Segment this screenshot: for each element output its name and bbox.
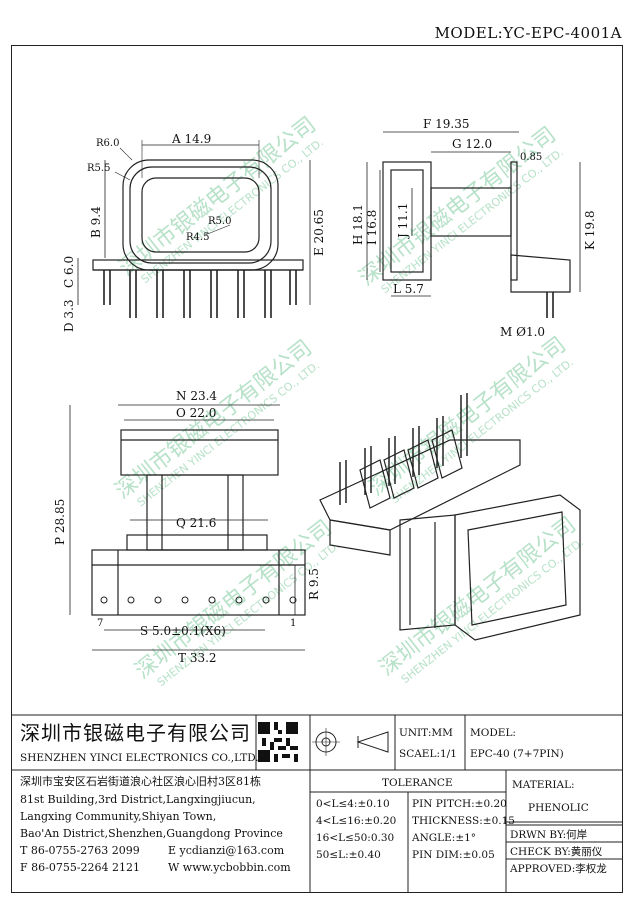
material-value: PHENOLIC <box>528 802 589 814</box>
pin-label-7: 7 <box>97 618 103 629</box>
pin-label-1: 1 <box>290 618 296 629</box>
tolerance-title: TOLERANCE <box>382 777 453 789</box>
tol-left-0: 0<L≤4:±0.10 <box>316 798 390 810</box>
dim-e: E 20.65 <box>312 209 326 256</box>
dim-j: J 11.1 <box>396 203 410 240</box>
dim-d: D 3.3 <box>62 299 76 332</box>
company-tel: T 86-0755-2763 2099 <box>20 844 140 857</box>
tol-right-2: ANGLE:±1° <box>412 832 477 844</box>
top-view <box>69 404 306 651</box>
pin-hole <box>262 596 270 604</box>
company-fax: F 86-0755-2264 2121 <box>20 861 141 874</box>
dim-q: Q 21.6 <box>176 516 216 530</box>
drawing-frame <box>11 45 623 893</box>
front-view <box>77 140 311 318</box>
address-cn: 深圳市宝安区石岩街道浪心社区浪心旧村3区81栋 <box>20 775 261 788</box>
pin-hole <box>181 596 189 604</box>
company-name-cn: 深圳市银磁电子有限公司 <box>20 721 251 745</box>
dim-c: C 6.0 <box>62 256 76 288</box>
dim-g: G 12.0 <box>452 137 492 151</box>
qr-code-icon <box>258 722 298 762</box>
address-en-3: Bao'An District,Shenzhen,Guangdong Provi… <box>20 827 283 840</box>
dim-f: F 19.35 <box>423 117 470 131</box>
pin-hole <box>100 596 108 604</box>
model-header: MODEL:YC-EPC-4001A <box>434 24 622 42</box>
top-view-pins <box>100 596 297 604</box>
dim-b: B 9.4 <box>89 206 103 238</box>
tol-left-1: 4<L≤16:±0.20 <box>316 815 397 827</box>
pin-hole <box>208 596 216 604</box>
isometric-view <box>319 393 581 641</box>
dim-l: L 5.7 <box>393 282 424 296</box>
dim-t: T 33.2 <box>178 651 217 665</box>
model-value: EPC-40 (7+7PIN) <box>470 748 564 760</box>
dim-n: N 23.4 <box>176 389 217 403</box>
material-label: MATERIAL: <box>512 779 575 791</box>
unit-label: UNIT:MM <box>399 727 453 739</box>
company-web: W www.ycbobbin.com <box>168 861 291 874</box>
dim-h: H 18.1 <box>351 204 365 245</box>
dim-085: 0.85 <box>520 152 542 163</box>
dim-r: R 9.5 <box>307 568 321 600</box>
pin-hole <box>127 596 135 604</box>
dim-r55: R5.5 <box>87 163 110 174</box>
company-email: E ycdianzi@163.com <box>168 844 285 857</box>
tol-right-0: PIN PITCH:±0.20 <box>412 798 507 810</box>
dim-s: S 5.0±0.1(X6) <box>140 624 226 638</box>
dim-m: M Ø1.0 <box>500 325 545 339</box>
company-name-en: SHENZHEN YINCI ELECTRONICS CO.,LTD. <box>20 752 259 764</box>
pin-hole <box>235 596 243 604</box>
dim-r45: R4.5 <box>186 232 209 243</box>
drawn-by: DRWN BY:何岸 <box>510 829 588 841</box>
pin-hole <box>289 596 297 604</box>
dim-a: A 14.9 <box>171 132 211 146</box>
address-en-2: Langxing Community,Shiyan Town, <box>20 810 217 823</box>
check-by: CHECK BY:黄丽仪 <box>510 846 603 858</box>
scale-label: SCAEL:1/1 <box>399 748 457 760</box>
dim-i: I 16.8 <box>365 210 379 245</box>
model-label: MODEL: <box>470 727 516 739</box>
tol-left-2: 16<L≤50:0.30 <box>316 832 395 844</box>
approved-by: APPROVED:李权龙 <box>510 863 607 875</box>
pin-hole <box>154 596 162 604</box>
side-view <box>366 131 581 318</box>
dim-r60: R6.0 <box>96 138 119 149</box>
address-en-1: 81st Building,3rd District,Langxingjiucu… <box>20 793 256 806</box>
dim-p: P 28.85 <box>53 499 67 545</box>
tol-right-1: THICKNESS:±0.15 <box>412 815 515 827</box>
dim-k: K 19.8 <box>583 211 597 251</box>
tol-right-3: PIN DIM:±0.05 <box>412 849 495 861</box>
tol-left-3: 50≤L:±0.40 <box>316 849 381 861</box>
dim-r50: R5.0 <box>208 216 231 227</box>
dim-o: O 22.0 <box>176 406 216 420</box>
